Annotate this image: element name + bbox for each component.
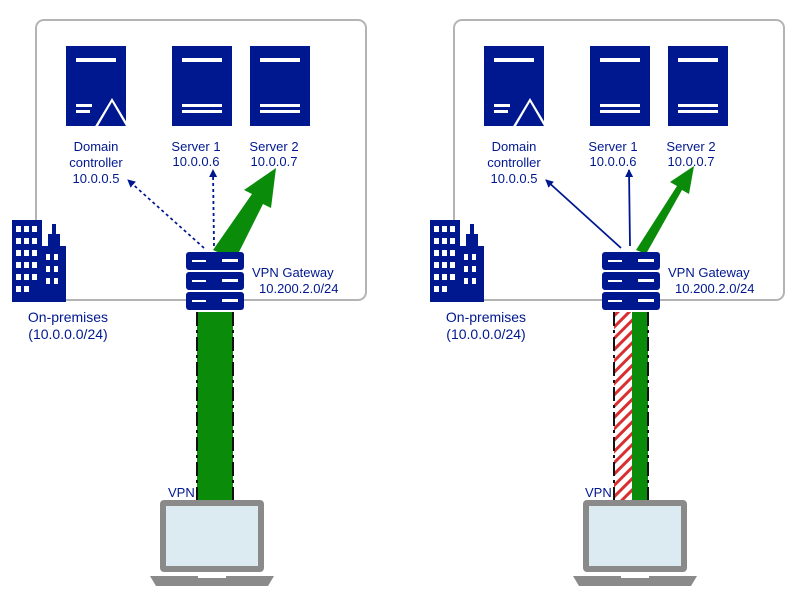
right-onprem-label: On-premises [446, 309, 526, 325]
left-gateway-subnet: 10.200.2.0/24 [259, 281, 339, 296]
left-server2-label: Server 2 [249, 139, 298, 154]
left-server1-ip: 10.0.0.6 [173, 154, 220, 169]
left-server2-green-arrow [213, 168, 276, 260]
left-server2-ip: 10.0.0.7 [251, 154, 298, 169]
left-vpn-gateway-icon [186, 252, 244, 310]
right-server2-icon [668, 46, 728, 126]
right-laptop-icon [573, 500, 697, 586]
left-server1-icon [172, 46, 232, 126]
left-dc-label-2: controller [69, 155, 123, 170]
right-dc-route-arrow [545, 179, 622, 249]
left-dc-route-arrow [127, 179, 205, 249]
right-dc-label-1: Domain [492, 139, 537, 154]
right-gateway-label: VPN Gateway [668, 265, 750, 280]
left-onprem-label: On-premises [28, 309, 108, 325]
right-dc-ip: 10.0.0.5 [491, 171, 538, 186]
left-server1-route-arrow [209, 169, 218, 247]
left-server1-label: Server 1 [171, 139, 220, 154]
right-onprem-subnet: (10.0.0.0/24) [446, 326, 525, 342]
left-vpn-label: VPN [168, 485, 195, 500]
left-dc-label-1: Domain [74, 139, 119, 154]
right-vpn-tunnel-striped [614, 312, 632, 500]
right-server2-label: Server 2 [666, 139, 715, 154]
left-domain-controller-icon [66, 46, 130, 128]
left-onprem-subnet: (10.0.0.0/24) [28, 326, 107, 342]
right-server1-route-arrow [625, 169, 634, 247]
right-dc-label-2: controller [487, 155, 541, 170]
right-vpn-gateway-icon [602, 252, 660, 310]
left-panel: Domain controller 10.0.0.5 Server 1 10.0… [12, 19, 367, 586]
right-panel: Domain controller 10.0.0.5 Server 1 10.0… [430, 19, 785, 586]
left-gateway-label: VPN Gateway [252, 265, 334, 280]
right-domain-controller-icon [484, 46, 548, 128]
left-laptop-icon [150, 500, 274, 586]
right-server2-green-arrow [636, 166, 694, 254]
left-server2-icon [250, 46, 310, 126]
right-gateway-subnet: 10.200.2.0/24 [675, 281, 755, 296]
left-vpn-tunnel [197, 312, 233, 500]
right-vpn-label: VPN [585, 485, 612, 500]
right-server1-icon [590, 46, 650, 126]
left-dc-ip: 10.0.0.5 [73, 171, 120, 186]
right-server1-ip: 10.0.0.6 [590, 154, 637, 169]
right-server1-label: Server 1 [588, 139, 637, 154]
right-vpn-tunnel-green [632, 312, 648, 500]
right-server2-ip: 10.0.0.7 [668, 154, 715, 169]
